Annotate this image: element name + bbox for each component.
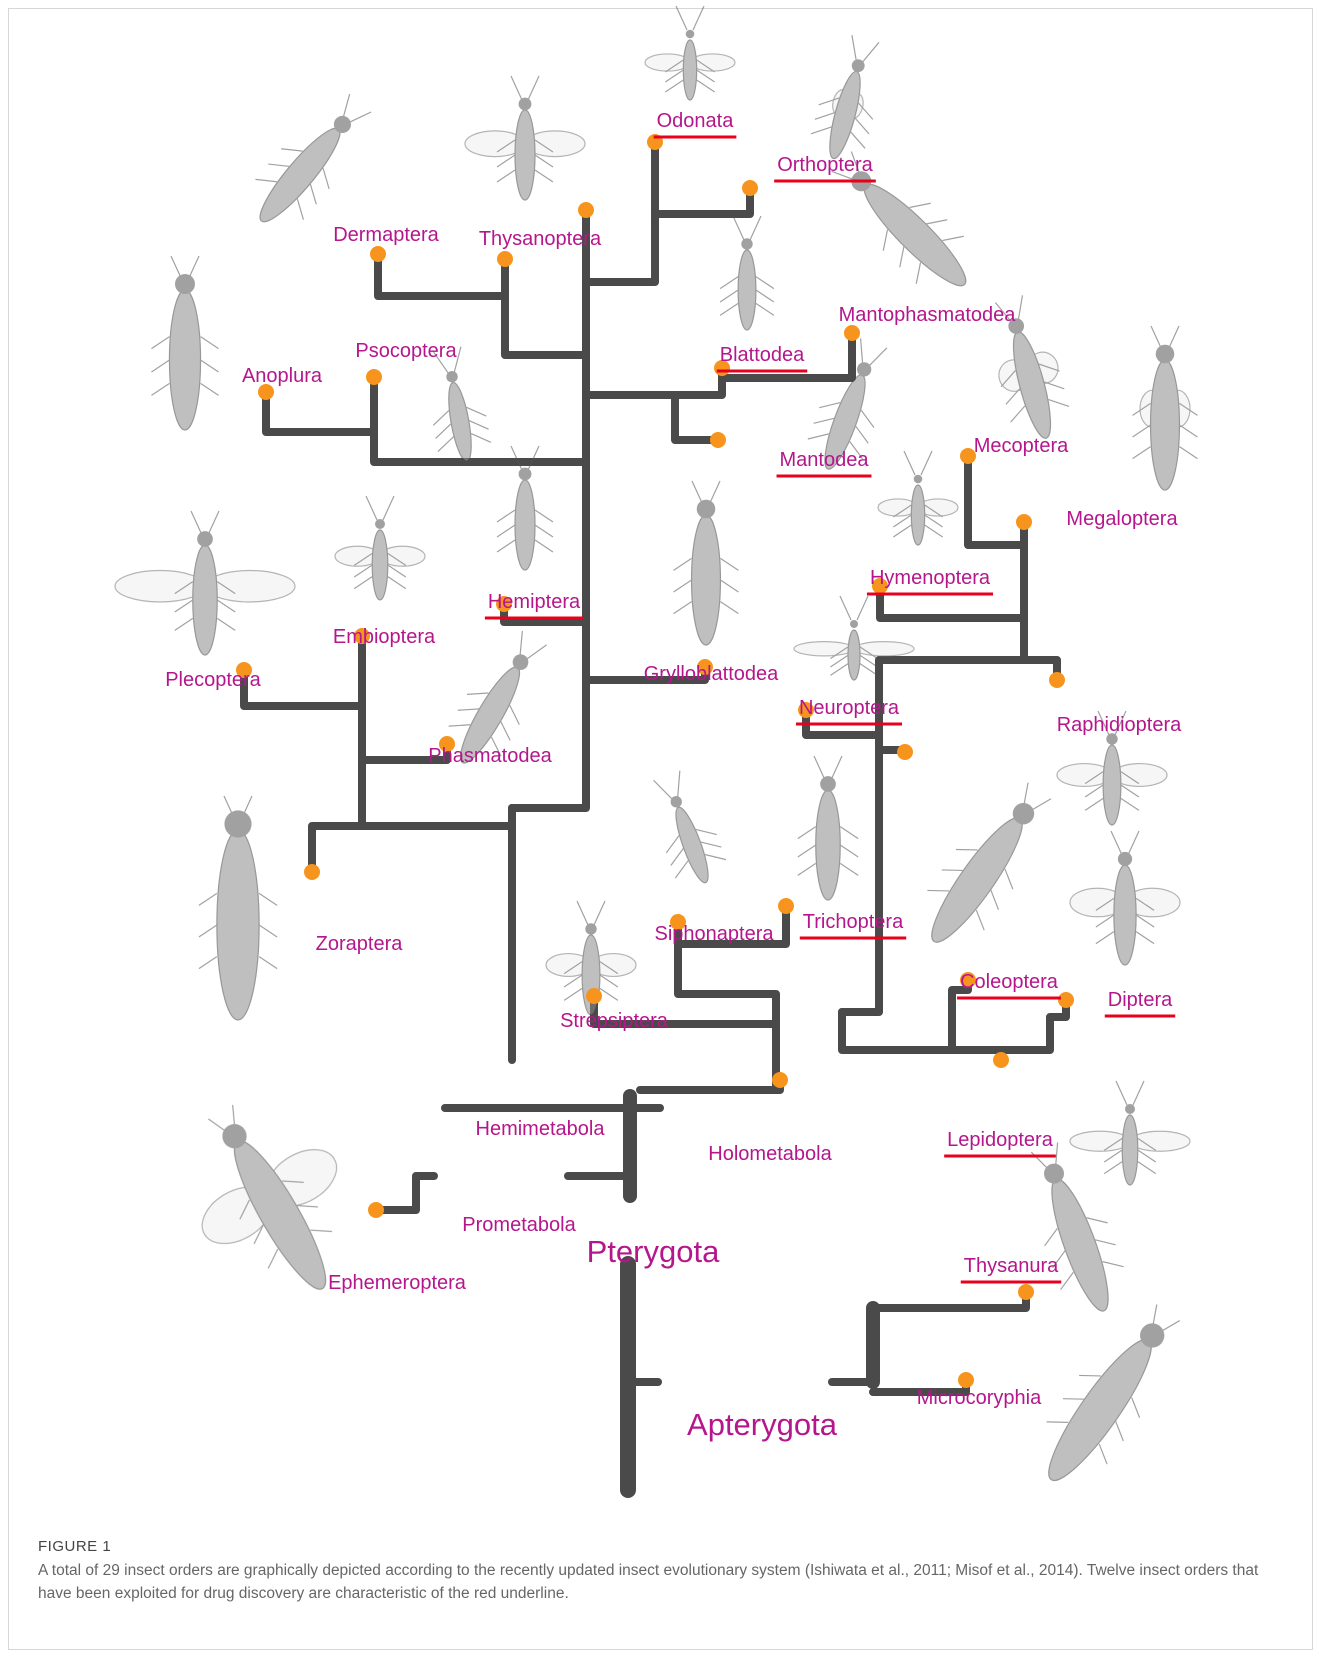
label-hymenoptera: Hymenoptera: [870, 567, 991, 589]
node-dot: [370, 246, 386, 262]
node-dot: [304, 864, 320, 880]
node-dot: [844, 325, 860, 341]
stonefly-illustration: [115, 511, 295, 655]
node-dot: [366, 369, 382, 385]
label-strepsiptera: Strepsiptera: [560, 1010, 669, 1032]
node-dot: [897, 744, 913, 760]
node-dot: [578, 202, 594, 218]
tree-branch: [675, 395, 718, 440]
label-mantophasmatodea: Mantophasmatodea: [839, 304, 1017, 326]
label-anoplura: Anoplura: [242, 365, 323, 387]
tree-branch: [1024, 522, 1057, 680]
figure-label: FIGURE 1: [38, 1538, 1288, 1555]
earwig-illustration: [237, 83, 384, 241]
label-grylloblattodea: Grylloblattodea: [644, 663, 779, 685]
node-dot: [1049, 672, 1065, 688]
label-diptera: Diptera: [1108, 989, 1173, 1011]
butterfly-illustration: [1070, 1081, 1190, 1185]
label-ephemeroptera: Ephemeroptera: [328, 1272, 467, 1294]
caddisfly-illustration: [798, 756, 858, 900]
label-thysanoptera: Thysanoptera: [479, 228, 602, 250]
thrips-illustration: [465, 76, 585, 200]
tree-branch: [312, 826, 512, 872]
label-hemimetabola: Hemimetabola: [476, 1118, 606, 1140]
label-psocoptera: Psocoptera: [355, 340, 457, 362]
node-dot: [772, 1072, 788, 1088]
label-holometabola: Holometabola: [708, 1143, 832, 1165]
label-dermaptera: Dermaptera: [333, 224, 439, 246]
cockroach-illustration: [720, 216, 774, 330]
label-odonata: Odonata: [657, 110, 735, 132]
tree-branch: [374, 377, 586, 462]
tree-branch: [586, 368, 722, 395]
node-dot: [1018, 1284, 1034, 1300]
housefly-illustration: [1070, 831, 1180, 965]
figure-caption: FIGURE 1 A total of 29 insect orders are…: [38, 1538, 1288, 1605]
label-trichoptera: Trichoptera: [803, 911, 904, 933]
node-dot: [586, 988, 602, 1004]
label-raphidioptera: Raphidioptera: [1057, 714, 1182, 736]
tree-branch: [266, 392, 374, 432]
snakefly-illustration: [1133, 326, 1198, 490]
label-mecoptera: Mecoptera: [974, 435, 1069, 457]
label-phasmatodea: Phasmatodea: [428, 745, 552, 767]
label-coleoptera: Coleoptera: [960, 971, 1059, 993]
longhorn-beetle-illustration: [906, 771, 1068, 961]
label-microcoryphia: Microcoryphia: [917, 1387, 1042, 1409]
lacewing-illustration: [794, 596, 914, 680]
label-orthoptera: Orthoptera: [777, 154, 873, 176]
node-dot: [368, 1202, 384, 1218]
node-dot: [1016, 514, 1032, 530]
label-apterygota: Apterygota: [687, 1407, 838, 1442]
label-megaloptera: Megaloptera: [1066, 508, 1178, 530]
zoraptera-beetle-illustration: [199, 796, 277, 1020]
label-neuroptera: Neuroptera: [799, 697, 900, 719]
node-dot: [497, 251, 513, 267]
tree-branch: [968, 456, 1024, 545]
rock-crawler-illustration: [674, 481, 739, 645]
node-dot: [710, 432, 726, 448]
label-plecoptera: Plecoptera: [165, 669, 261, 691]
tree-branch: [590, 140, 655, 282]
flea-illustration: [641, 766, 731, 892]
node-dot: [993, 1052, 1009, 1068]
label-siphonaptera: Siphonaptera: [655, 923, 775, 945]
dragonfly-illustration: [645, 6, 735, 100]
tree-branch: [873, 1292, 1026, 1308]
label-zoraptera: Zoraptera: [316, 933, 404, 955]
tree-branch: [376, 1176, 434, 1210]
figure-caption-text: A total of 29 insect orders are graphica…: [38, 1559, 1288, 1605]
label-pterygota: Pterygota: [587, 1234, 720, 1269]
bee-illustration: [878, 451, 958, 545]
label-blattodea: Blattodea: [720, 344, 805, 366]
booklouse-illustration: [421, 344, 494, 466]
bristletail-illustration: [1021, 1291, 1198, 1500]
tree-branch: [244, 670, 362, 706]
label-thysanura: Thysanura: [964, 1255, 1059, 1277]
grasshopper-illustration: [806, 31, 892, 165]
louse-illustration: [151, 256, 218, 430]
webspinner-illustration: [335, 496, 425, 600]
label-hemiptera: Hemiptera: [488, 591, 581, 613]
tree-branch: [640, 1080, 780, 1090]
node-dot: [778, 898, 794, 914]
label-lepidoptera: Lepidoptera: [947, 1129, 1054, 1151]
label-prometabola: Prometabola: [462, 1214, 576, 1236]
tree-branch: [655, 190, 750, 214]
tree-branch: [880, 586, 1024, 618]
label-mantodea: Mantodea: [780, 449, 870, 471]
label-embioptera: Embioptera: [333, 626, 436, 648]
node-dot: [1058, 992, 1074, 1008]
node-dot: [958, 1372, 974, 1388]
node-dot: [742, 180, 758, 196]
